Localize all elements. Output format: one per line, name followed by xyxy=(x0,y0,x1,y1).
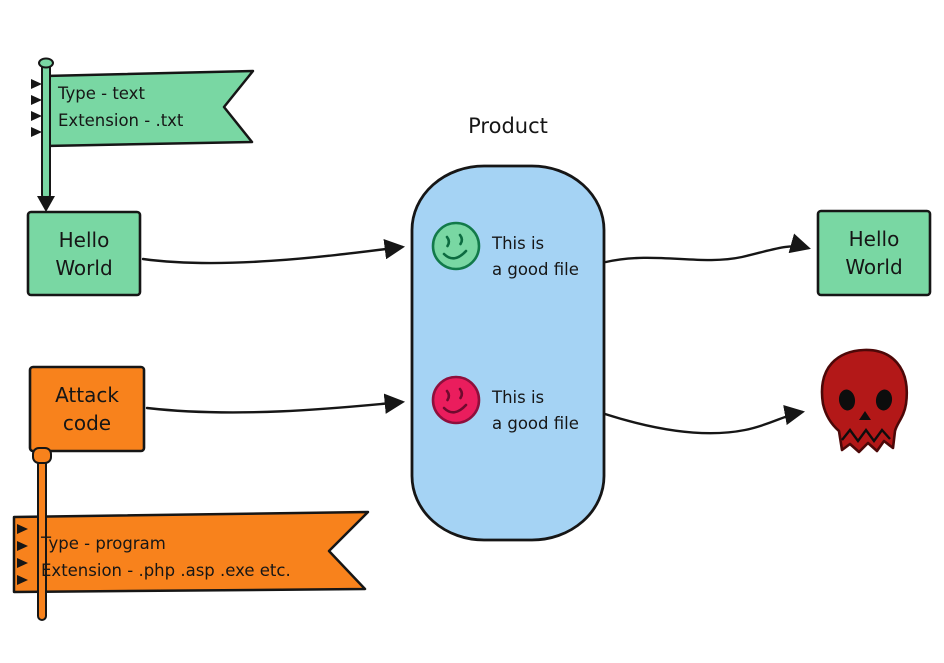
hello-world-left-box xyxy=(26,210,142,297)
hello-world-left-label: Hello World xyxy=(55,227,113,280)
product-container xyxy=(410,164,606,542)
attack-code-label: Attack code xyxy=(55,383,119,435)
serration-marks-icon xyxy=(31,79,42,137)
program-flag-pole-cap xyxy=(32,447,52,464)
good-file-label: This is a good file xyxy=(492,234,579,279)
program-flag-label: Type - program Extension - .php .asp .ex… xyxy=(41,534,291,580)
arrow-attack-to-product xyxy=(145,393,406,414)
text-flag-pole xyxy=(41,61,51,199)
arrow-product-to-skull xyxy=(603,404,806,435)
text-flag-label: Type - text Extension - .txt xyxy=(58,84,184,130)
down-arrowhead-icon xyxy=(37,196,55,212)
arrow-product-to-hello xyxy=(604,233,811,264)
program-type-flag xyxy=(12,510,370,594)
hello-world-right-box xyxy=(816,209,932,297)
product-title: Product xyxy=(468,114,548,138)
bad-file-label: This is a good file xyxy=(492,388,579,433)
bad-file-smiley-icon xyxy=(431,375,481,425)
skull-icon xyxy=(820,348,909,454)
attack-code-box xyxy=(28,365,146,453)
good-file-smiley-icon xyxy=(431,221,481,271)
arrow-hello-to-product xyxy=(141,239,406,265)
serration-marks-icon xyxy=(17,524,28,585)
hello-world-right-label: Hello World xyxy=(845,227,903,279)
text-flag-pole-cap xyxy=(38,57,54,69)
